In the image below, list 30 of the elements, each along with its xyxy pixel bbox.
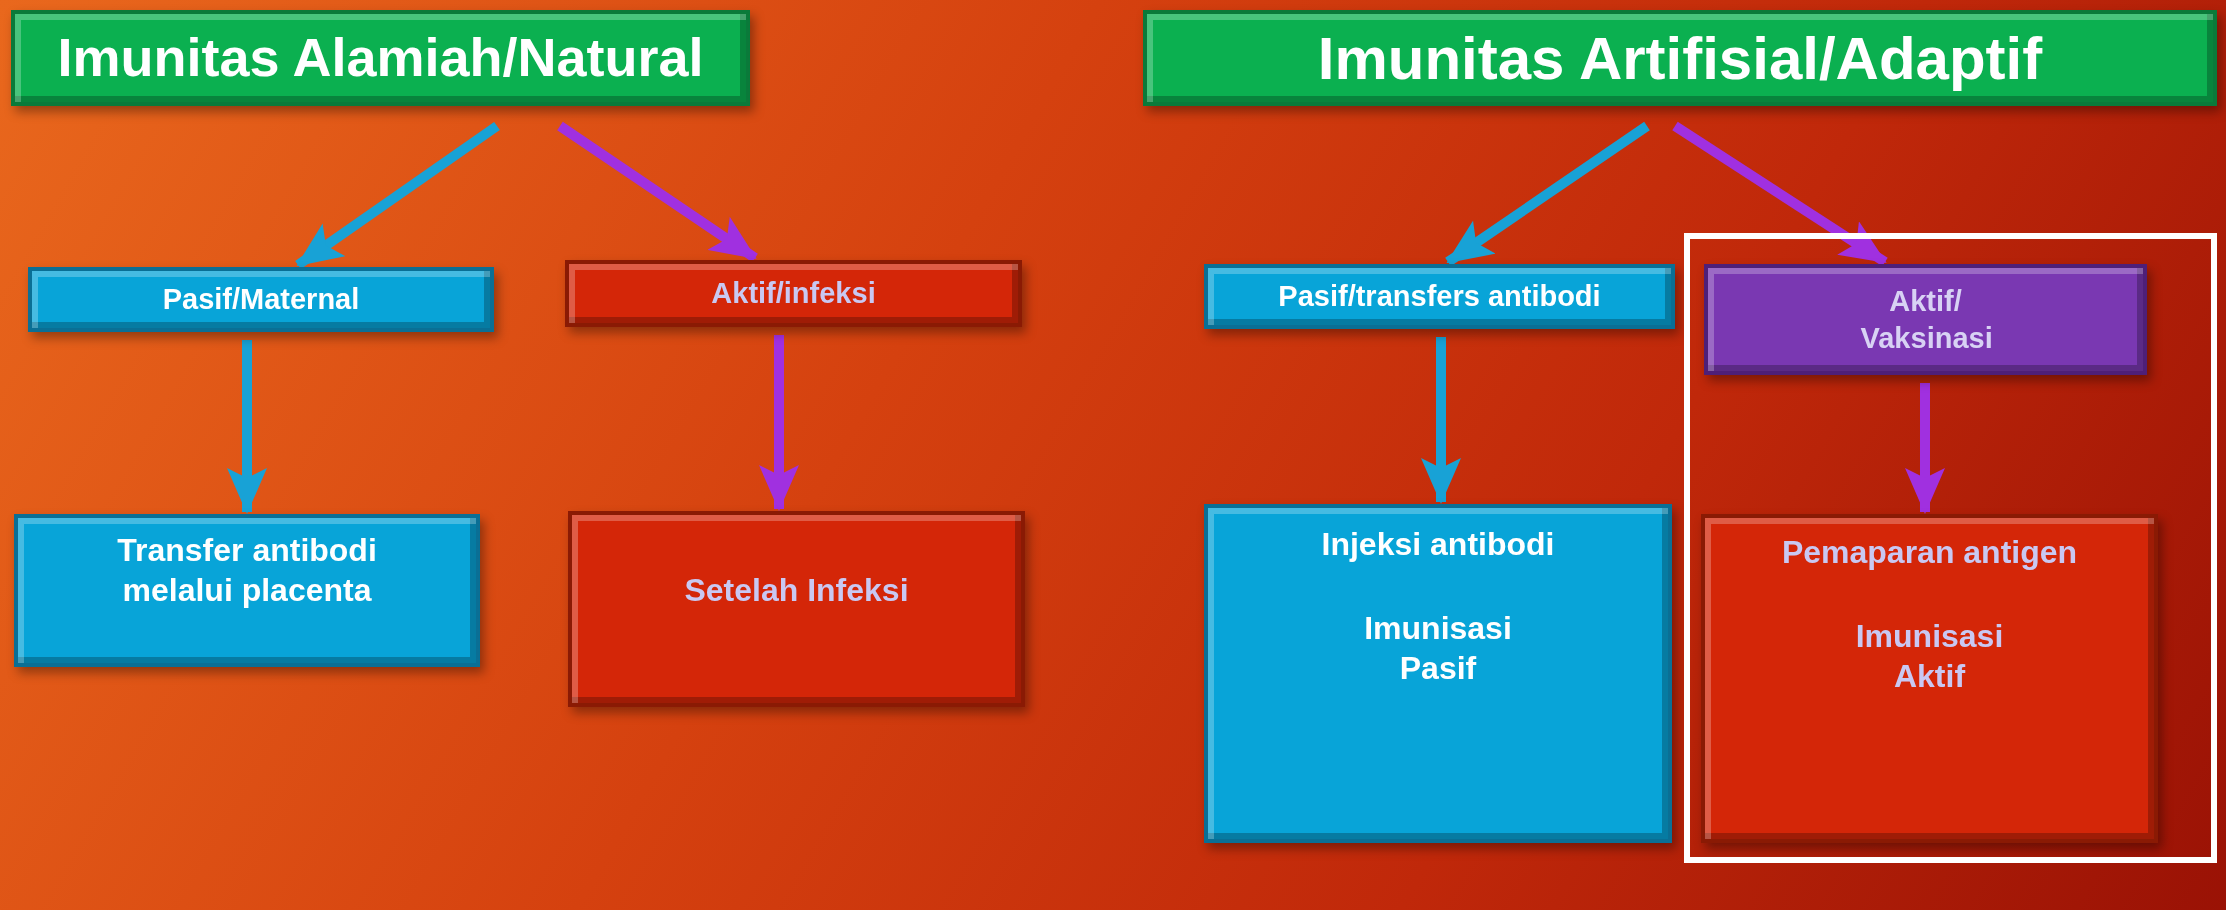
- arrow: [227, 340, 267, 514]
- process-box: [28, 267, 494, 332]
- process-box: [1704, 264, 2147, 375]
- arrow: [1445, 121, 1650, 267]
- arrow: [295, 121, 500, 270]
- box-label: Aktif/ Vaksinasi: [1860, 284, 1991, 356]
- arrow: [1672, 121, 1888, 267]
- box-label: Pemaparan antigen: [1781, 533, 2078, 572]
- process-box: [565, 260, 1022, 327]
- box-subtitle: Imunisasi Pasif: [1363, 609, 1513, 688]
- process-box: [1204, 264, 1675, 329]
- box-label: Aktif/infeksi: [711, 276, 876, 312]
- process-box: [14, 514, 480, 667]
- box-label: Pasif/transfers antibodi: [1278, 279, 1601, 315]
- title-box: [1143, 10, 2217, 106]
- title-box: [11, 10, 750, 106]
- arrow: [1421, 337, 1461, 504]
- box-label: Injeksi antibodi: [1321, 525, 1555, 564]
- arrow: [759, 335, 799, 511]
- process-box: [1701, 514, 2158, 843]
- box-label: Imunitas Artifisial/Adaptif: [1317, 23, 2043, 94]
- box-label: Imunitas Alamiah/Natural: [57, 26, 704, 90]
- box-subtitle: Imunisasi Aktif: [1854, 617, 2005, 696]
- box-label: Pasif/Maternal: [162, 282, 360, 318]
- process-box: [1204, 504, 1672, 843]
- box-label: Setelah Infeksi: [684, 571, 909, 610]
- box-label: Transfer antibodi melalui placenta: [116, 531, 378, 610]
- arrow: [557, 121, 758, 263]
- arrow: [1905, 383, 1945, 514]
- process-box: [568, 511, 1025, 707]
